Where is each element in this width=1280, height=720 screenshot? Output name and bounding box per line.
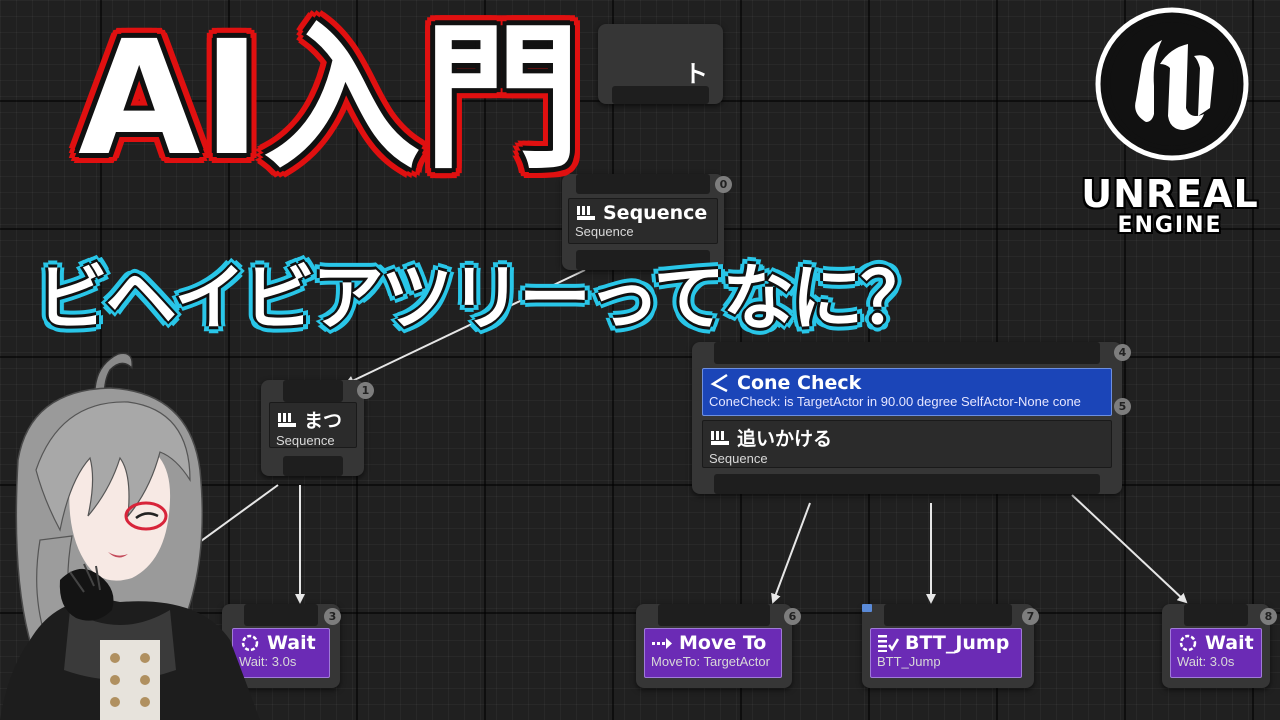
wait-icon	[241, 634, 259, 652]
wait-task-node-left-input-pin[interactable]	[244, 604, 318, 626]
wait-task-left-title: Wait	[267, 632, 316, 654]
node-index-badge: 7	[1022, 608, 1039, 625]
sequence-node-chase-subtitle: Sequence	[709, 451, 768, 466]
wire-root-to-conecheck	[709, 269, 736, 293]
node-index-badge: 3	[324, 608, 341, 625]
btt-jump-task-body[interactable]: BTT_Jump BTT_Jump	[870, 628, 1022, 678]
move-to-task-body[interactable]: Move To MoveTo: TargetActor	[644, 628, 782, 678]
overlay-subtitle: ビヘイビアツリーってなに？	[36, 256, 932, 340]
wait-task-right-body[interactable]: Wait Wait: 3.0s	[1170, 628, 1262, 678]
btt-jump-task-title: BTT_Jump	[905, 632, 1010, 654]
wait-task-left-body[interactable]: Wait Wait: 3.0s	[232, 628, 330, 678]
wait-task-right-title: Wait	[1205, 632, 1254, 654]
sequence-node-chase-input-pin[interactable]	[714, 342, 1100, 364]
sequence-node-chase-title: 追いかける	[737, 428, 833, 450]
node-index-badge: 4	[1114, 344, 1131, 361]
sequence-node-chase-output-pin[interactable]	[714, 474, 1100, 494]
sequence-node-root-body[interactable]: Sequence Sequence	[568, 198, 718, 244]
btt-jump-task-subtitle: BTT_Jump	[877, 654, 941, 669]
overlay-title: AI入門	[78, 7, 584, 191]
sequence-node-matsu-title: まつ	[304, 410, 343, 432]
move-to-task-title: Move To	[679, 632, 767, 654]
move-to-icon	[652, 638, 672, 649]
sequence-node-matsu-output-pin[interactable]	[283, 456, 343, 476]
wire-chase-to-wait	[1071, 494, 1188, 604]
wait-task-node-right-input-pin[interactable]	[1184, 604, 1248, 626]
cone-check-title: Cone Check	[737, 372, 862, 394]
sequence-node-matsu-input-pin[interactable]	[283, 380, 343, 402]
sequence-node-chase[interactable]: 4 Cone Check ConeCheck: is TargetActor i…	[692, 342, 1131, 494]
node-index-badge: 0	[715, 176, 732, 193]
wait-task-right-subtitle: Wait: 3.0s	[1177, 654, 1235, 669]
sequence-node-matsu-subtitle: Sequence	[276, 433, 335, 448]
task-icon	[878, 635, 899, 652]
sequence-node-root[interactable]: 0 Sequence Sequence	[562, 174, 732, 270]
sequence-icon	[711, 430, 729, 445]
move-to-task-node-input-pin[interactable]	[658, 604, 770, 626]
root-node-output-pin[interactable]	[612, 86, 709, 104]
sequence-node-root-title: Sequence	[603, 202, 708, 224]
btt-jump-task-node-input-pin[interactable]	[884, 604, 1012, 626]
sequence-node-root-input-pin[interactable]	[576, 174, 710, 194]
move-to-task-subtitle: MoveTo: TargetActor	[651, 654, 770, 669]
wait-task-node-right[interactable]: 8 Wait Wait: 3.0s	[1162, 604, 1277, 688]
root-node[interactable]: ト	[598, 24, 723, 104]
node-index-badge: 5	[1114, 398, 1131, 415]
sequence-node-root-subtitle: Sequence	[575, 224, 634, 239]
logo-line1: UNREAL	[1081, 172, 1259, 216]
logo-line2: ENGINE	[1117, 213, 1223, 238]
sequence-node-root-output-pin[interactable]	[576, 250, 710, 270]
node-index-badge: 6	[784, 608, 801, 625]
wait-task-node-left[interactable]: 3 Wait Wait: 3.0s	[222, 604, 341, 688]
avatar	[0, 352, 260, 720]
unreal-logo-text: UNREAL ENGINE	[1062, 174, 1278, 238]
node-index-badge: 8	[1260, 608, 1277, 625]
sequence-node-chase-body[interactable]: 追いかける Sequence	[702, 420, 1112, 468]
wire-chase-to-moveto	[771, 502, 811, 604]
root-node-title: ト	[684, 60, 708, 88]
sequence-icon	[278, 412, 296, 427]
sequence-icon	[577, 206, 595, 220]
sequence-node-matsu[interactable]: 1 まつ Sequence	[261, 380, 374, 476]
wait-icon	[1179, 634, 1197, 652]
btt-jump-task-node[interactable]: 7 BTT_Jump BTT_Jump	[862, 604, 1039, 688]
sequence-node-matsu-body[interactable]: まつ Sequence	[269, 402, 357, 448]
cone-check-decorator[interactable]: Cone Check ConeCheck: is TargetActor in …	[702, 368, 1112, 416]
unreal-logo-icon	[1095, 7, 1249, 161]
node-index-badge: 1	[357, 382, 374, 399]
wait-task-left-subtitle: Wait: 3.0s	[239, 654, 297, 669]
cone-check-icon	[710, 373, 728, 393]
blueprint-marker-icon	[862, 604, 872, 612]
wire-root-to-matsu	[344, 269, 586, 386]
move-to-task-node[interactable]: 6 Move To MoveTo: TargetActor	[636, 604, 801, 688]
cone-check-description: ConeCheck: is TargetActor in 90.00 degre…	[709, 394, 1081, 409]
